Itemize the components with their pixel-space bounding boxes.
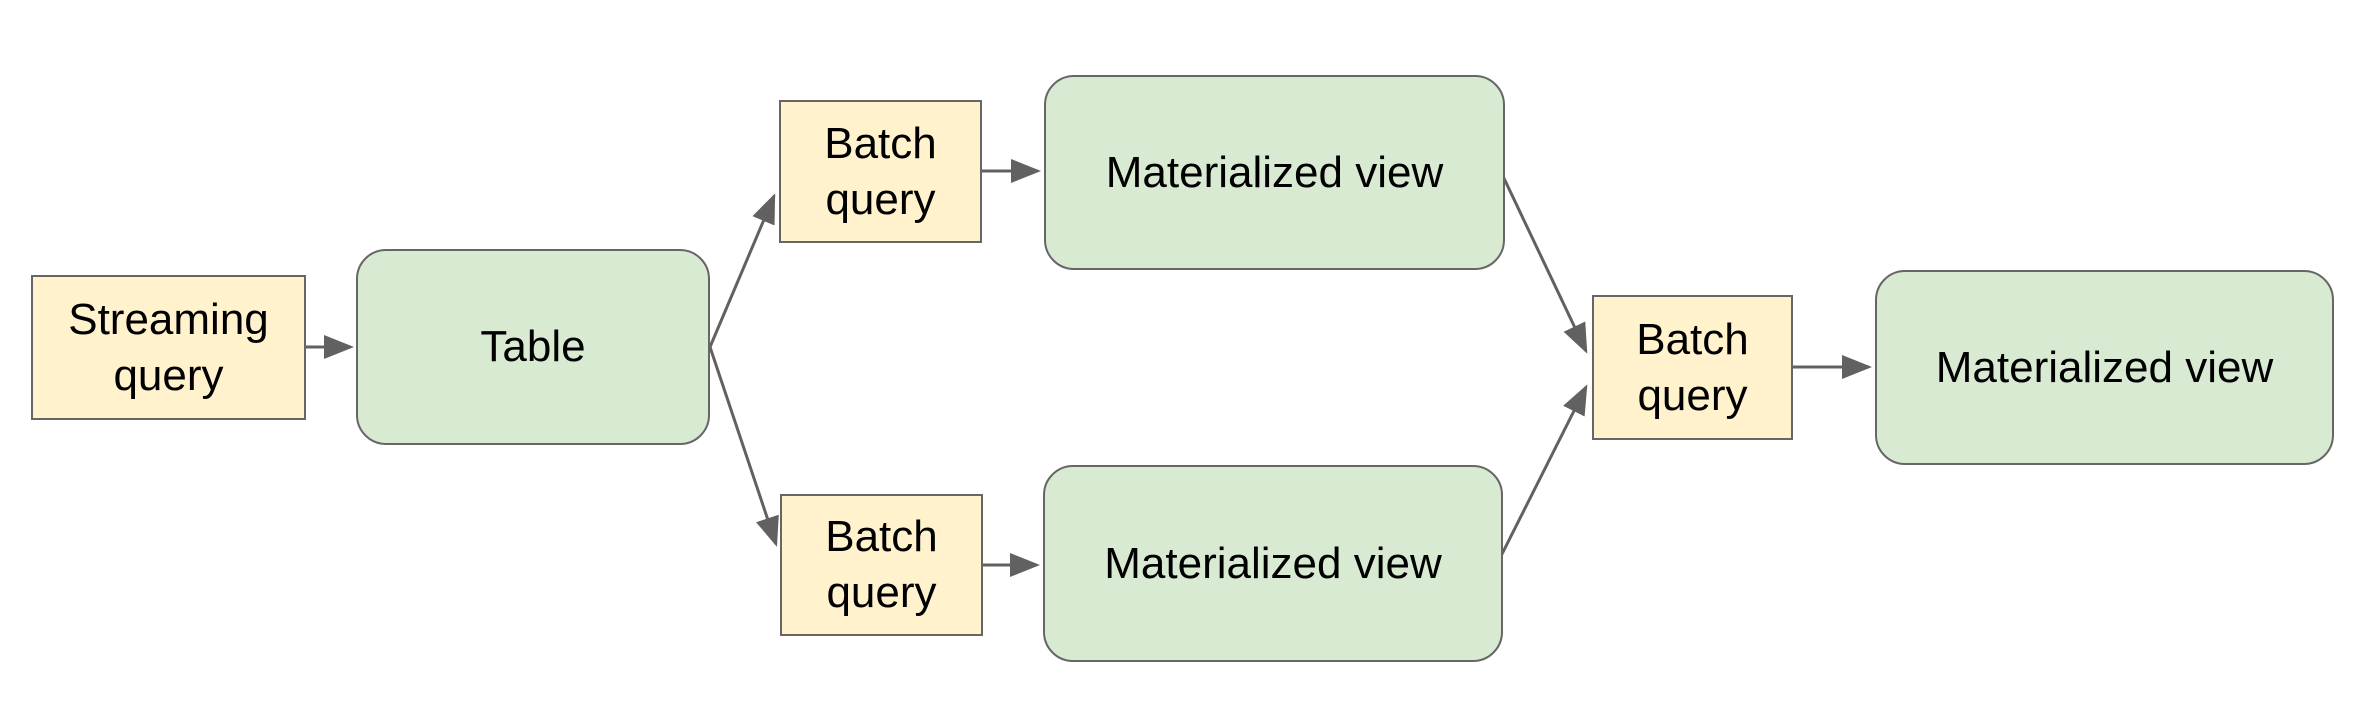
node-materialized-view-right: Materialized view <box>1875 270 2334 465</box>
node-streaming-query: Streaming query <box>31 275 306 420</box>
node-batch-query-bottom-label: Batch query <box>825 512 938 617</box>
node-materialized-view-top-label: Materialized view <box>1105 147 1444 197</box>
node-batch-query-top-label: Batch query <box>824 118 937 224</box>
connector-materialized-view-bottom-to-batch-query-right <box>1497 384 1588 561</box>
node-table-label: Table <box>480 322 586 372</box>
node-batch-query-right: Batch query <box>1592 295 1793 440</box>
node-materialized-view-right-label: Materialized view <box>1935 342 2274 392</box>
connector-table-to-batch-query-top <box>708 193 776 348</box>
connector-table-to-batch-query-bottom <box>708 346 779 547</box>
connector-materialized-view-top-to-batch-query-right <box>1499 171 1588 354</box>
node-materialized-view-bottom-label: Materialized view <box>1104 538 1442 588</box>
node-streaming-query-label: Streaming query <box>68 294 269 400</box>
node-table: Table <box>356 249 710 445</box>
node-materialized-view-bottom: Materialized view <box>1043 465 1503 662</box>
node-batch-query-right-label: Batch query <box>1636 314 1749 420</box>
node-batch-query-bottom: Batch query <box>780 494 983 636</box>
node-materialized-view-top: Materialized view <box>1044 75 1505 270</box>
node-batch-query-top: Batch query <box>779 100 982 243</box>
